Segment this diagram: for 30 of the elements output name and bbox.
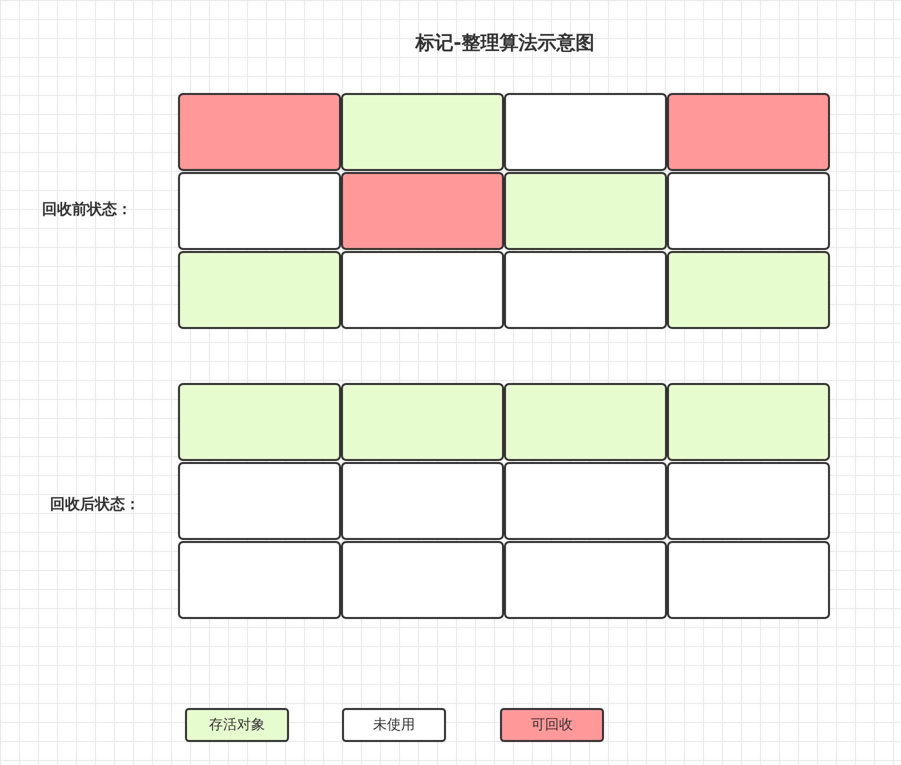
memory-block <box>178 383 341 461</box>
memory-block <box>178 541 341 619</box>
legend-swatch: 可回收 <box>500 708 604 742</box>
memory-block <box>667 251 830 329</box>
memory-block <box>667 383 830 461</box>
row-label: 回收后状态： <box>50 495 140 514</box>
memory-block <box>504 383 667 461</box>
memory-block <box>178 251 341 329</box>
memory-block <box>504 172 667 250</box>
memory-block <box>341 172 504 250</box>
legend-swatch: 存活对象 <box>185 708 289 742</box>
legend-swatch: 未使用 <box>342 708 446 742</box>
memory-block <box>341 251 504 329</box>
memory-block <box>667 93 830 171</box>
memory-block <box>341 462 504 540</box>
memory-block <box>504 251 667 329</box>
memory-block <box>667 172 830 250</box>
memory-block <box>178 462 341 540</box>
memory-block <box>178 93 341 171</box>
diagram-title: 标记-整理算法示意图 <box>414 31 596 56</box>
memory-block <box>341 541 504 619</box>
row-label: 回收前状态： <box>42 200 132 219</box>
memory-block <box>341 383 504 461</box>
memory-block <box>504 93 667 171</box>
memory-block <box>504 462 667 540</box>
memory-block <box>667 541 830 619</box>
memory-block <box>504 541 667 619</box>
memory-block <box>178 172 341 250</box>
memory-block <box>667 462 830 540</box>
memory-block <box>341 93 504 171</box>
